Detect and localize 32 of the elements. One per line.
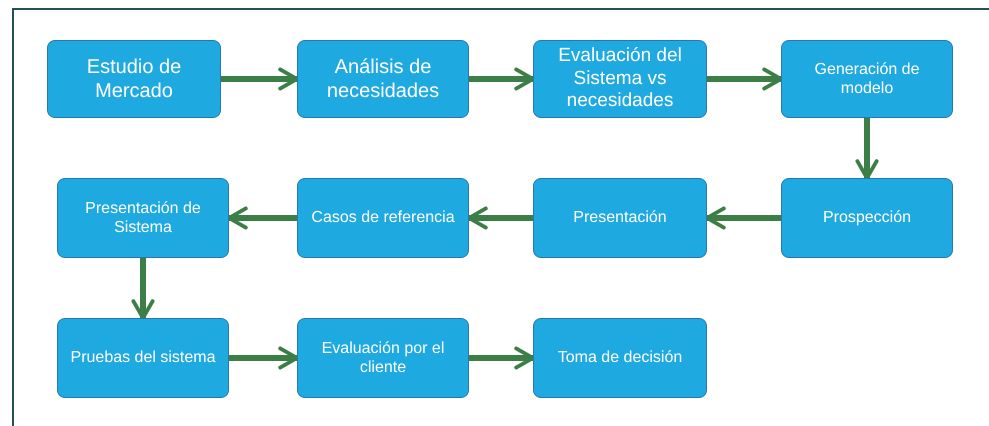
box-label: Presentación: [573, 208, 667, 228]
arrow: [227, 206, 297, 230]
process-box: [533, 40, 707, 118]
process-box: [47, 40, 221, 118]
box-label: Evaluación por el cliente: [320, 338, 446, 378]
box-label: Prospección: [822, 208, 912, 228]
process-box: [297, 178, 469, 258]
arrow: [469, 346, 535, 370]
process-box: [781, 178, 953, 258]
arrow: [467, 206, 533, 230]
box-label: Presentación de Sistema: [84, 198, 202, 238]
process-box: [57, 318, 229, 398]
box-label: Estudio de Mercado: [86, 55, 182, 103]
process-box: [781, 40, 953, 118]
process-box: [297, 40, 469, 118]
box-label: Toma de decisión: [558, 348, 682, 368]
arrow: [221, 67, 299, 91]
box-label: Análisis de necesidades: [326, 55, 440, 103]
arrow: [469, 67, 535, 91]
box-label: Casos de referencia: [311, 208, 455, 228]
process-box: [533, 318, 707, 398]
arrow: [707, 67, 783, 91]
arrow: [705, 206, 781, 230]
process-box: [57, 178, 229, 258]
process-box: [297, 318, 469, 398]
box-label: Evaluación del Sistema vs necesidades: [557, 44, 683, 114]
process-box: [533, 178, 707, 258]
arrow: [131, 258, 155, 320]
box-label: Pruebas del sistema: [70, 348, 216, 368]
arrow: [855, 118, 879, 180]
box-label: Generación de modelo: [814, 60, 920, 98]
arrow: [229, 346, 299, 370]
